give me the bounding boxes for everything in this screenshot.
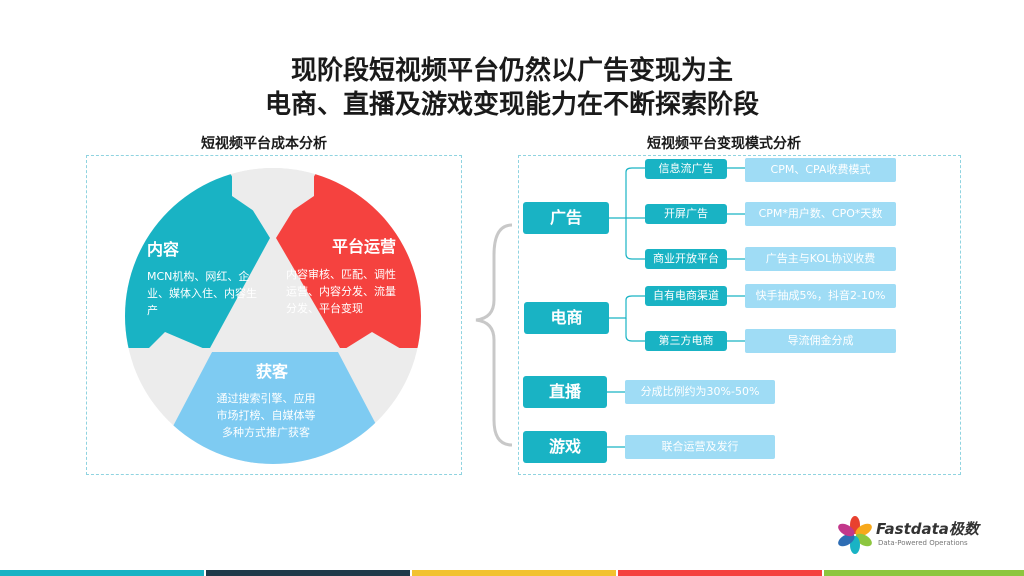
result-games: 联合运营及发行 bbox=[625, 435, 775, 459]
category-ecommerce: 电商 bbox=[524, 302, 609, 334]
footer-bar-teal bbox=[0, 570, 204, 576]
cost-analysis-panel bbox=[86, 155, 462, 475]
main-title-line1: 现阶段短视频平台仍然以广告变现为主 bbox=[290, 56, 733, 86]
footer-bar-yellow bbox=[412, 570, 616, 576]
category-live: 直播 bbox=[523, 376, 607, 408]
footer-bar-green bbox=[824, 570, 1024, 576]
content-text: MCN机构、网红、企业、媒体入住、内容生产 bbox=[147, 270, 257, 317]
arrow-top bbox=[232, 168, 314, 224]
result-own-ecommerce: 快手抽成5%，抖音2-10% bbox=[745, 284, 896, 308]
item-feed-ads: 信息流广告 bbox=[645, 159, 727, 179]
ops-text: 内容审核、匹配、调性运营、内容分发、流量分发、平台变现 bbox=[286, 268, 396, 315]
item-own-ecommerce: 自有电商渠道 bbox=[645, 286, 727, 306]
result-feed-ads: CPM、CPA收费模式 bbox=[745, 158, 896, 182]
segment-acq bbox=[150, 352, 400, 464]
category-ads: 广告 bbox=[523, 202, 609, 234]
footer-bar-red bbox=[618, 570, 822, 576]
brand-logo: Fastdata极数 Data-Powered Operations bbox=[838, 516, 988, 556]
item-third-party-ecommerce: 第三方电商 bbox=[645, 331, 727, 351]
content-title: 内容 bbox=[147, 240, 180, 259]
right-subtitle: 短视频平台变现模式分析 bbox=[647, 136, 801, 152]
arrow-right bbox=[340, 332, 420, 402]
result-open-platform: 广告主与KOL协议收费 bbox=[745, 247, 896, 271]
logo-tagline: Data-Powered Operations bbox=[878, 539, 968, 547]
result-splash-ads: CPM*用户数、CPO*天数 bbox=[745, 202, 896, 226]
result-third-party-ecommerce: 导流佣金分成 bbox=[745, 329, 896, 353]
connector-lines bbox=[607, 167, 745, 448]
footer-bar-navy bbox=[206, 570, 410, 576]
arrow-left bbox=[125, 332, 212, 402]
logo-name: Fastdata极数 bbox=[876, 520, 979, 538]
category-games: 游戏 bbox=[523, 431, 607, 463]
acq-title: 获客 bbox=[256, 362, 289, 381]
item-splash-ads: 开屏广告 bbox=[645, 204, 727, 224]
result-live: 分成比例约为30%-50% bbox=[625, 380, 775, 404]
bracket bbox=[475, 223, 513, 447]
ops-title: 平台运营 bbox=[332, 237, 397, 256]
item-open-platform: 商业开放平台 bbox=[645, 249, 727, 269]
main-title-line2: 电商、直播及游戏变现能力在不断探索阶段 bbox=[264, 90, 759, 120]
flower-logo-icon bbox=[838, 516, 872, 554]
left-subtitle: 短视频平台成本分析 bbox=[201, 136, 327, 152]
acq-text: 通过搜索引擎、应用市场打榜、自媒体等多种方式推广获客 bbox=[216, 392, 316, 439]
monetization-panel bbox=[518, 155, 961, 475]
